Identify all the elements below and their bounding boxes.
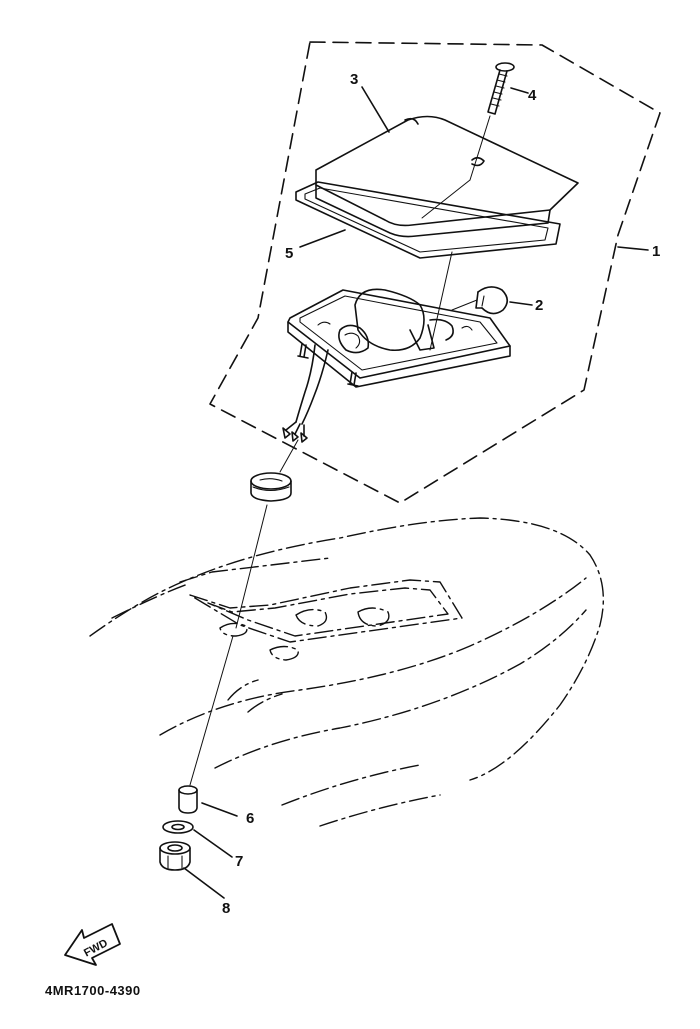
grommet-axis bbox=[235, 504, 268, 629]
callout-6: 6 bbox=[246, 810, 254, 827]
leader-2 bbox=[509, 301, 533, 306]
screw-axis-lower bbox=[421, 179, 471, 219]
callout-1: 1 bbox=[652, 243, 660, 260]
callout-7: 7 bbox=[235, 853, 243, 870]
nut bbox=[159, 841, 191, 871]
leader-8 bbox=[183, 867, 225, 899]
leader-5 bbox=[299, 229, 346, 248]
screw bbox=[487, 62, 515, 115]
callout-2: 2 bbox=[535, 297, 543, 314]
washer bbox=[162, 820, 194, 834]
collar bbox=[178, 785, 198, 814]
diagram-code: 4MR1700-4390 bbox=[45, 983, 141, 998]
gasket bbox=[295, 181, 561, 259]
assembly-boundary bbox=[209, 41, 661, 504]
screw-axis bbox=[469, 115, 491, 181]
callout-5: 5 bbox=[285, 245, 293, 262]
leader-3 bbox=[361, 86, 390, 133]
leader-6 bbox=[201, 802, 238, 817]
callout-3: 3 bbox=[350, 71, 358, 88]
bulb bbox=[475, 286, 509, 315]
bulb-axis bbox=[451, 299, 478, 311]
gasket-axis bbox=[429, 251, 453, 351]
lamp-base bbox=[282, 288, 511, 443]
grommet bbox=[250, 472, 292, 502]
rear-fender bbox=[89, 517, 605, 827]
wire-axis bbox=[279, 439, 299, 473]
lens-cover bbox=[315, 115, 579, 238]
leader-7 bbox=[193, 829, 233, 858]
callout-8: 8 bbox=[222, 900, 230, 917]
leader-1 bbox=[617, 246, 649, 251]
mount-axis bbox=[189, 635, 234, 786]
fwd-arrow-icon bbox=[64, 923, 121, 966]
callout-4: 4 bbox=[528, 87, 537, 104]
leader-4 bbox=[510, 87, 529, 94]
